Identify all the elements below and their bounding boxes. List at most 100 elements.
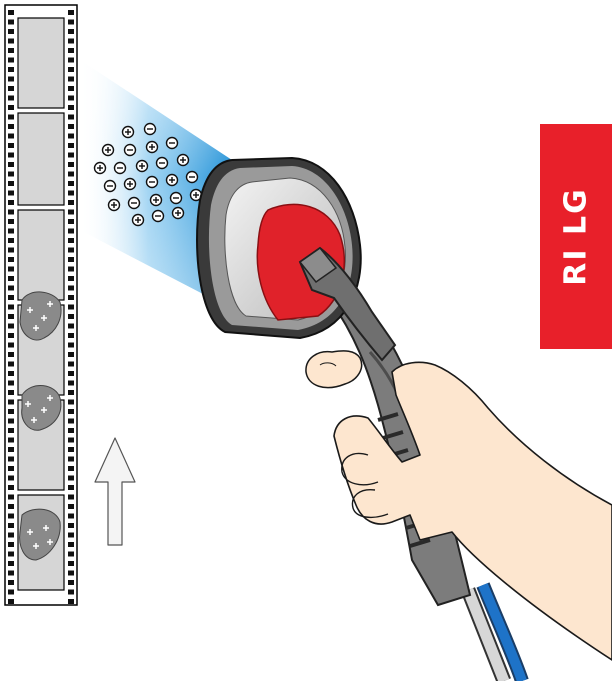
- film-perforation: [8, 295, 14, 300]
- film-perforation: [68, 361, 74, 367]
- film-perforation: [68, 570, 74, 576]
- film-perforation: [8, 29, 14, 34]
- film-perforation: [68, 228, 74, 234]
- film-strip: [4, 4, 78, 606]
- gun-cables: [461, 582, 529, 681]
- hand: [305, 350, 612, 661]
- film-perforation: [8, 190, 14, 196]
- film-perforation: [68, 285, 74, 291]
- up-arrow-icon: [94, 437, 136, 546]
- film-perforation: [68, 352, 74, 357]
- film-perforation: [68, 209, 74, 215]
- film-perforation: [8, 513, 14, 519]
- film-perforation: [68, 513, 74, 519]
- film-perforation: [68, 152, 74, 158]
- brand-badge-bg: [540, 124, 612, 349]
- film-perforation: [68, 599, 74, 604]
- plus-charge-icon: [47, 301, 53, 307]
- film-perforation: [68, 19, 74, 25]
- film-perforation: [68, 238, 74, 243]
- plus-ion-icon: [135, 159, 149, 173]
- film-perforation: [8, 428, 14, 433]
- film-perforation: [8, 504, 14, 509]
- plus-ion-icon: [93, 161, 107, 175]
- minus-ion-icon: [103, 179, 117, 193]
- minus-ion-icon: [155, 156, 169, 170]
- film-perforation: [8, 133, 14, 139]
- minus-ion-icon: [127, 196, 141, 210]
- plus-ion-icon: [176, 153, 190, 167]
- film-perforation: [68, 333, 74, 338]
- plus-charge-icon: [27, 307, 33, 313]
- film-perforation: [8, 599, 14, 604]
- film-perforation: [68, 181, 74, 186]
- film-perforation: [68, 114, 74, 120]
- film-perforation: [68, 475, 74, 481]
- film-perforation: [68, 247, 74, 253]
- film-perforation: [68, 219, 74, 224]
- film-perforation: [8, 485, 14, 490]
- film-perforation: [68, 295, 74, 300]
- film-perforation: [8, 285, 14, 291]
- film-perforation: [68, 532, 74, 538]
- film-perforation: [68, 342, 74, 348]
- plus-charge-icon: [41, 315, 47, 321]
- film-perforation: [8, 228, 14, 234]
- film-perforation: [68, 124, 74, 129]
- ion-cloud: [93, 122, 203, 227]
- brand-badge: RI LG: [540, 124, 612, 349]
- film-perforation: [68, 399, 74, 405]
- film-perforation: [8, 219, 14, 224]
- film-perforation: [68, 456, 74, 462]
- film-perforation: [68, 542, 74, 547]
- plus-charge-icon: [47, 539, 53, 545]
- film-perforation: [68, 523, 74, 528]
- minus-ion-icon: [145, 175, 159, 189]
- film-perforation: [8, 48, 14, 53]
- film-perforation: [68, 561, 74, 566]
- minus-ion-icon: [165, 136, 179, 150]
- plus-charge-icon: [27, 529, 33, 535]
- film-perforation: [8, 95, 14, 101]
- plus-charge-icon: [25, 401, 31, 407]
- brand-logo-text: RI LG: [558, 187, 594, 286]
- film-perforation: [8, 409, 14, 414]
- film-perforation: [8, 542, 14, 547]
- film-perforation: [68, 57, 74, 63]
- plus-ion-icon: [149, 193, 163, 207]
- plus-charge-icon: [41, 407, 47, 413]
- film-perforation: [68, 190, 74, 196]
- film-perforation: [8, 390, 14, 395]
- film-perforation: [8, 437, 14, 443]
- film-perforation: [68, 105, 74, 110]
- film-perforation: [8, 247, 14, 253]
- plus-ion-icon: [131, 213, 145, 227]
- film-perforation: [8, 418, 14, 424]
- film-perforation: [8, 466, 14, 471]
- film-perforation: [68, 551, 74, 557]
- film-perforation: [8, 124, 14, 129]
- film-perforation: [8, 551, 14, 557]
- minus-ion-icon: [123, 143, 137, 157]
- film-perforation: [68, 266, 74, 272]
- film-perforation: [68, 437, 74, 443]
- film-perforation: [68, 304, 74, 310]
- plus-charge-icon: [31, 417, 37, 423]
- film-perforation: [68, 494, 74, 500]
- film-perforation: [8, 10, 14, 15]
- minus-ion-icon: [169, 191, 183, 205]
- film-perforation: [68, 428, 74, 433]
- film-perforation: [68, 200, 74, 205]
- film-perforation: [68, 143, 74, 148]
- film-perforation: [68, 323, 74, 329]
- film-perforation: [68, 409, 74, 414]
- film-frame: [17, 112, 65, 206]
- plus-ion-icon: [171, 206, 185, 220]
- dust-patch: [21, 385, 62, 431]
- minus-ion-icon: [185, 170, 199, 184]
- film-perforation: [68, 76, 74, 82]
- film-perforation: [68, 485, 74, 490]
- film-perforation: [8, 352, 14, 357]
- film-perforation: [8, 238, 14, 243]
